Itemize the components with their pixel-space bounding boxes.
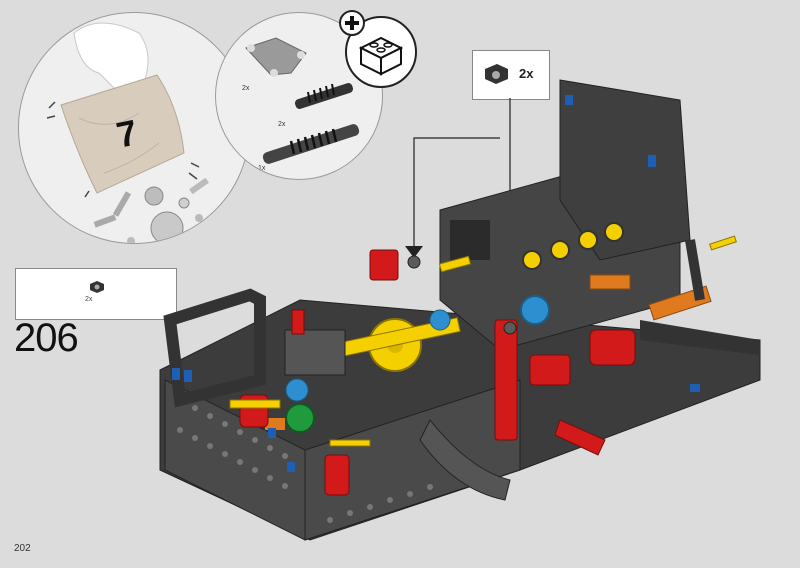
- extra-bricks-icon: [339, 10, 417, 88]
- callout-qty: 2x: [519, 66, 534, 81]
- part-qty: 2x: [242, 85, 250, 92]
- step-number: 206: [14, 316, 79, 360]
- page-number: 202: [14, 543, 31, 554]
- connector-part-icon: [485, 64, 508, 84]
- connector-part-icon: [90, 281, 104, 293]
- bag-illustration: 7: [18, 12, 250, 244]
- callout-qty: 2x: [85, 296, 93, 303]
- callout-box-connector: 2x: [472, 50, 550, 100]
- bracket-part: [245, 37, 307, 77]
- short-shock-part: [294, 83, 354, 109]
- part-qty: 1x: [258, 165, 266, 172]
- plus-icon: [339, 10, 365, 36]
- callout-box-step: 2x: [15, 268, 177, 320]
- model-assembly-illustration: [159, 79, 761, 541]
- long-shock-part: [262, 124, 360, 164]
- part-qty: 2x: [278, 121, 286, 128]
